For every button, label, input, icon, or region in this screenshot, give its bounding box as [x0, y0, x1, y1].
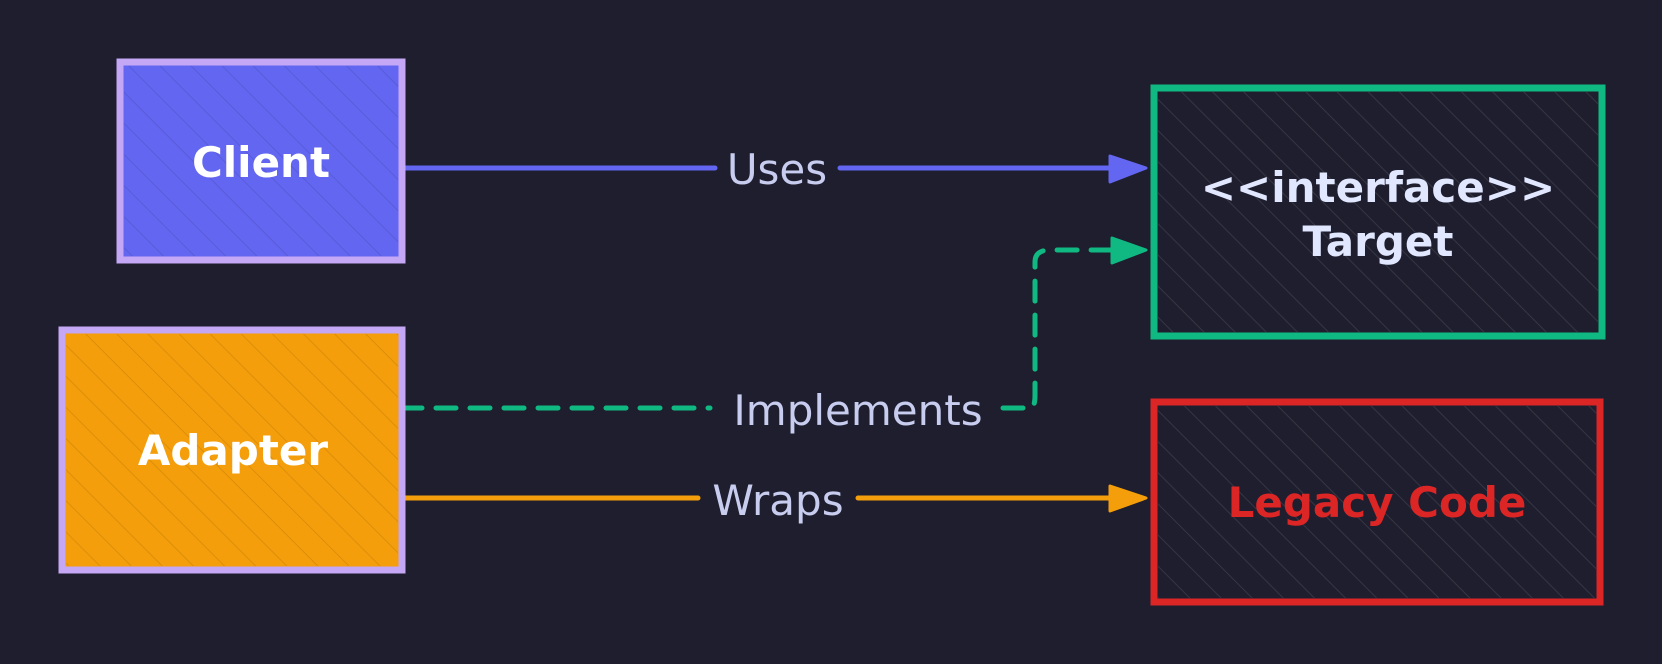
- client-label: Client: [192, 138, 330, 187]
- wraps-arrowhead: [1108, 484, 1148, 513]
- implements-arrowhead: [1110, 236, 1148, 265]
- target-stereotype: <<interface>>: [1201, 163, 1555, 212]
- implements-path: [399, 247, 1115, 411]
- node-legacy-code[interactable]: Legacy Code: [1150, 398, 1604, 606]
- client-hatch: [124, 66, 398, 256]
- adapter-hatch: [66, 334, 398, 566]
- node-adapter[interactable]: Adapter: [58, 326, 406, 574]
- uses-arrowhead: [1108, 154, 1148, 184]
- legacy-hatch: [1158, 406, 1596, 598]
- legacy-label: Legacy Code: [1228, 478, 1527, 527]
- edge-implements: Implements: [399, 236, 1148, 435]
- edge-wraps: Wraps: [398, 476, 1148, 525]
- node-target[interactable]: <<interface>> Target: [1150, 84, 1606, 340]
- edge-uses: Uses: [398, 145, 1148, 194]
- uses-label: Uses: [727, 145, 827, 194]
- target-label: Target: [1303, 217, 1454, 266]
- adapter-label: Adapter: [138, 426, 329, 475]
- target-hatch: [1158, 92, 1598, 332]
- implements-label: Implements: [733, 386, 982, 435]
- node-client[interactable]: Client: [116, 58, 406, 264]
- wraps-label: Wraps: [712, 476, 843, 525]
